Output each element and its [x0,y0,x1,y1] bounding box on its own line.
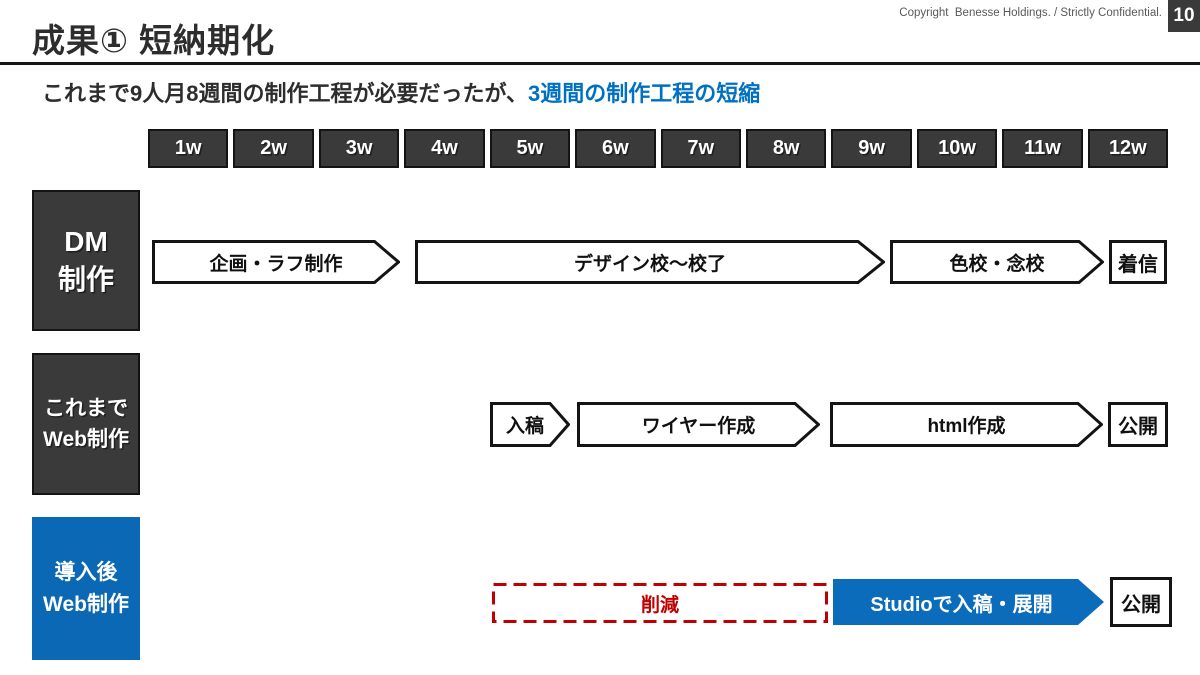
row-label-after-introduction-web: 導入後 Web制作 [32,517,140,660]
step-label: Studioで入稿・展開 [870,593,1053,616]
page-number-badge: 10 [1168,0,1200,32]
step-box-arrival: 着信 [1109,240,1167,284]
title-divider [0,62,1200,65]
week-header-cell: 6w [575,129,656,168]
dashed-rect-shape [492,583,828,623]
subtitle-highlight: 3週間の制作工程の短縮 [528,81,761,106]
week-header-cell: 9w [831,129,912,168]
row-label-dm-production: DM 制作 [32,190,140,331]
step-arrow-submission: 入稿 [490,402,570,447]
row-label-line: Web制作 [43,592,129,616]
arrow-shape [577,402,820,447]
week-header-row: 1w 2w 3w 4w 5w 6w 7w 8w 9w 10w 11w 12w [148,129,1169,168]
slide-title: 成果① 短納期化 [32,22,276,59]
week-header-cell: 11w [1002,129,1083,168]
arrow-shape [152,240,400,284]
week-header-cell: 1w [148,129,229,168]
week-header-cell: 3w [318,129,400,168]
subtitle-plain: これまで9人月8週間の制作工程が必要だったが、 [42,81,529,106]
step-arrow-studio-deploy: Studioで入稿・展開 [833,579,1104,625]
step-arrow-plan-rough: 企画・ラフ制作 [152,240,400,284]
step-dashed-box-reduction: 削減 [492,583,828,623]
week-header-cell: 5w [489,129,571,168]
step-label: ワイヤー作成 [641,416,756,437]
step-label: html作成 [927,416,1006,437]
row-label-line: これまで [44,396,128,420]
arrow-shape [890,240,1104,284]
week-header-cell: 7w [660,129,741,168]
row-label-line: 導入後 [54,561,118,584]
step-box-publish-previous: 公開 [1108,402,1168,447]
copyright-text: Copyright Benesse Holdings. / Strictly C… [899,7,1162,19]
step-label: 入稿 [505,416,544,437]
step-label: 削減 [640,594,679,616]
step-arrow-color-proof: 色校・念校 [890,240,1104,284]
week-header-cell: 12w [1087,129,1169,168]
week-header-cell: 10w [916,129,998,168]
week-header-cell: 8w [745,129,827,168]
row-label-previous-web: これまで Web制作 [32,353,140,495]
step-box-publish-after: 公開 [1110,577,1172,627]
step-arrow-design-proof: デザイン校〜校了 [415,240,885,284]
arrow-shape [833,579,1104,625]
slide-subtitle: これまで9人月8週間の制作工程が必要だったが、3週間の制作工程の短縮 [42,76,760,108]
week-header-cell: 2w [233,129,314,168]
row-label-line: Web制作 [43,428,129,451]
week-header-cell: 4w [404,129,485,168]
arrow-shape [490,402,570,447]
step-label: 色校・念校 [949,253,1045,275]
row-label-line: DM [64,225,108,257]
arrow-shape [830,402,1103,447]
step-label: デザイン校〜校了 [573,253,726,275]
step-arrow-html-build: html作成 [830,402,1103,447]
step-arrow-wireframe: ワイヤー作成 [577,402,820,447]
step-label: 企画・ラフ制作 [209,253,343,275]
row-label-line: 制作 [57,263,114,295]
arrow-shape [415,240,885,284]
